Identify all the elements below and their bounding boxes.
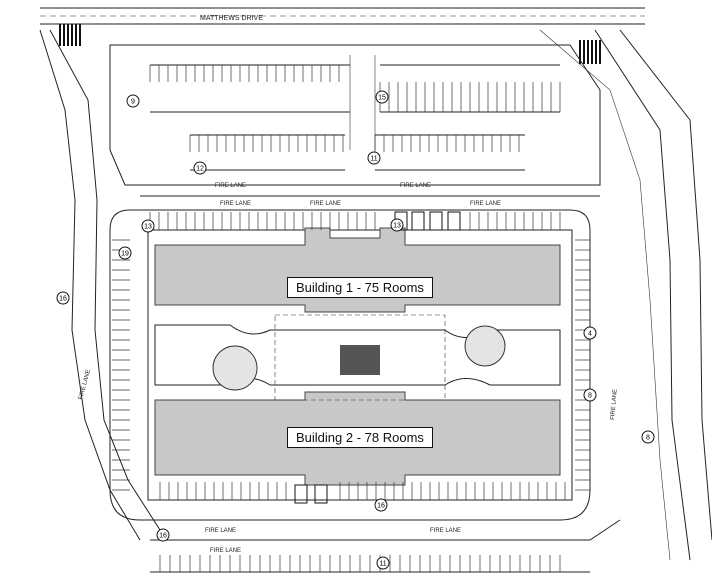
stall-count-marker bbox=[141, 219, 155, 233]
stall-count-marker bbox=[374, 498, 388, 512]
fire-lane-label: FIRE LANE bbox=[210, 548, 241, 554]
fire-lane-label: FIRE LANE bbox=[610, 389, 619, 420]
stall-row-south bbox=[159, 482, 566, 572]
stall-count-label: 8 bbox=[646, 435, 650, 442]
stall-count-label: 11 bbox=[379, 561, 386, 568]
stall-count-label: 11 bbox=[370, 156, 377, 163]
fire-lane-label: FIRE LANE bbox=[215, 183, 246, 189]
stall-count-label: 4 bbox=[588, 331, 592, 338]
building-1-footprint bbox=[154, 227, 561, 313]
east-plaza bbox=[464, 325, 506, 367]
stall-row-north bbox=[149, 65, 561, 230]
stall-row-east bbox=[575, 239, 590, 491]
stall-count-markers: 9 15 12 11 13 13 19 16 4 8 8 16 11 16 bbox=[56, 90, 655, 570]
fire-lane-label: FIRE LANE bbox=[430, 528, 461, 534]
fire-lane-label: FIRE LANE bbox=[470, 201, 501, 207]
building-1-label: Building 1 - 75 Rooms bbox=[287, 277, 433, 298]
west-access-road bbox=[39, 29, 161, 541]
stall-count-marker bbox=[375, 90, 389, 104]
fire-lane-label: FIRE LANE bbox=[220, 201, 251, 207]
courtyard bbox=[154, 314, 561, 401]
stall-count-marker bbox=[118, 246, 132, 260]
fire-lane-label: FIRE LANE bbox=[205, 528, 236, 534]
stall-count-marker bbox=[367, 151, 381, 165]
accessible-stalls bbox=[294, 211, 461, 504]
stall-count-label: 19 bbox=[121, 251, 129, 258]
stall-count-marker bbox=[156, 528, 170, 542]
fire-lane-label: FIRE LANE bbox=[400, 183, 431, 189]
stall-count-marker bbox=[641, 430, 655, 444]
stall-count-label: 8 bbox=[588, 393, 592, 400]
fire-lane-label: FIRE LANE bbox=[310, 201, 341, 207]
matthews-drive-road bbox=[40, 7, 645, 64]
stall-count-marker bbox=[376, 556, 390, 570]
stall-count-label: 13 bbox=[144, 224, 152, 231]
stall-count-label: 15 bbox=[378, 95, 386, 102]
stall-row-west bbox=[112, 239, 130, 491]
stall-count-label: 16 bbox=[59, 296, 67, 303]
stall-count-label: 9 bbox=[131, 99, 135, 106]
west-plaza bbox=[212, 345, 258, 391]
stall-count-label: 13 bbox=[393, 223, 401, 230]
stall-count-label: 16 bbox=[159, 533, 167, 540]
stall-count-marker bbox=[193, 161, 207, 175]
stall-count-marker bbox=[56, 291, 70, 305]
east-access-road bbox=[539, 29, 712, 561]
stall-count-label: 12 bbox=[196, 166, 204, 173]
stall-count-label: 16 bbox=[377, 503, 385, 510]
north-parking-lot bbox=[109, 44, 601, 186]
stall-count-marker bbox=[390, 218, 404, 232]
stall-count-marker bbox=[583, 326, 597, 340]
building-2-label: Building 2 - 78 Rooms bbox=[287, 427, 433, 448]
stall-count-marker bbox=[126, 94, 140, 108]
stall-count-marker bbox=[583, 388, 597, 402]
street-name: MATTHEWS DRIVE bbox=[200, 15, 263, 22]
